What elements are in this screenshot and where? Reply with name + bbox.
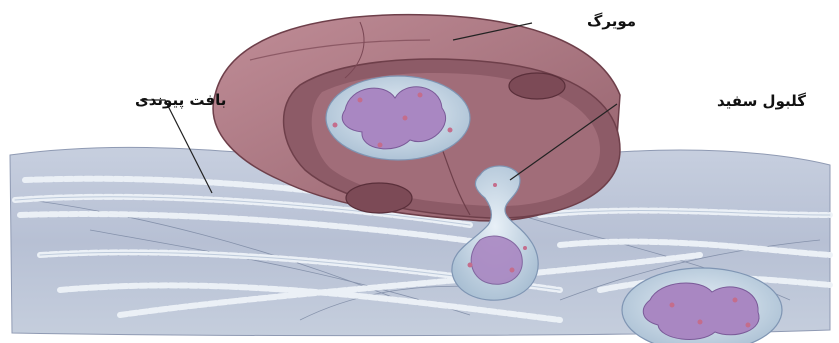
- white-blood-cell-label: گلبول سفید: [717, 92, 806, 110]
- white-blood-cell-in-capillary: [326, 76, 470, 160]
- connective-tissue-label: بافت پیوندی: [135, 91, 226, 110]
- capillary-label: مویرگ: [587, 12, 636, 30]
